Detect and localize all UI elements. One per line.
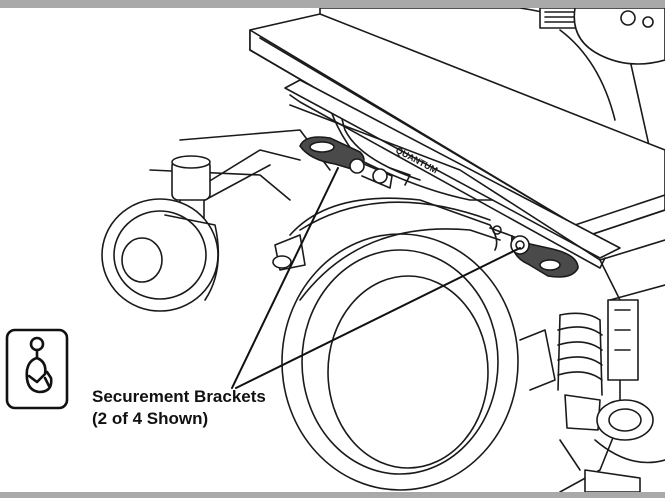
seat-plate [249,13,665,269]
securement-hook-icon [5,328,69,410]
drive-wheel [281,201,556,491]
top-border-band [0,0,665,8]
bottom-border-band [0,492,665,498]
suspension-spring [557,312,603,431]
caster-assembly [101,149,301,312]
lower-components [559,399,665,492]
securement-bracket-front [299,136,411,189]
callout-title: Securement Brackets [92,387,266,406]
controller [573,8,665,65]
base-frame [149,104,665,492]
callout-leader-lines [231,167,521,389]
wheelchair-illustration: QUANTUM [101,8,665,492]
callout-label: Securement Brackets (2 of 4 Shown) [92,386,266,430]
callout-subtitle: (2 of 4 Shown) [92,409,209,428]
fender [272,197,498,271]
